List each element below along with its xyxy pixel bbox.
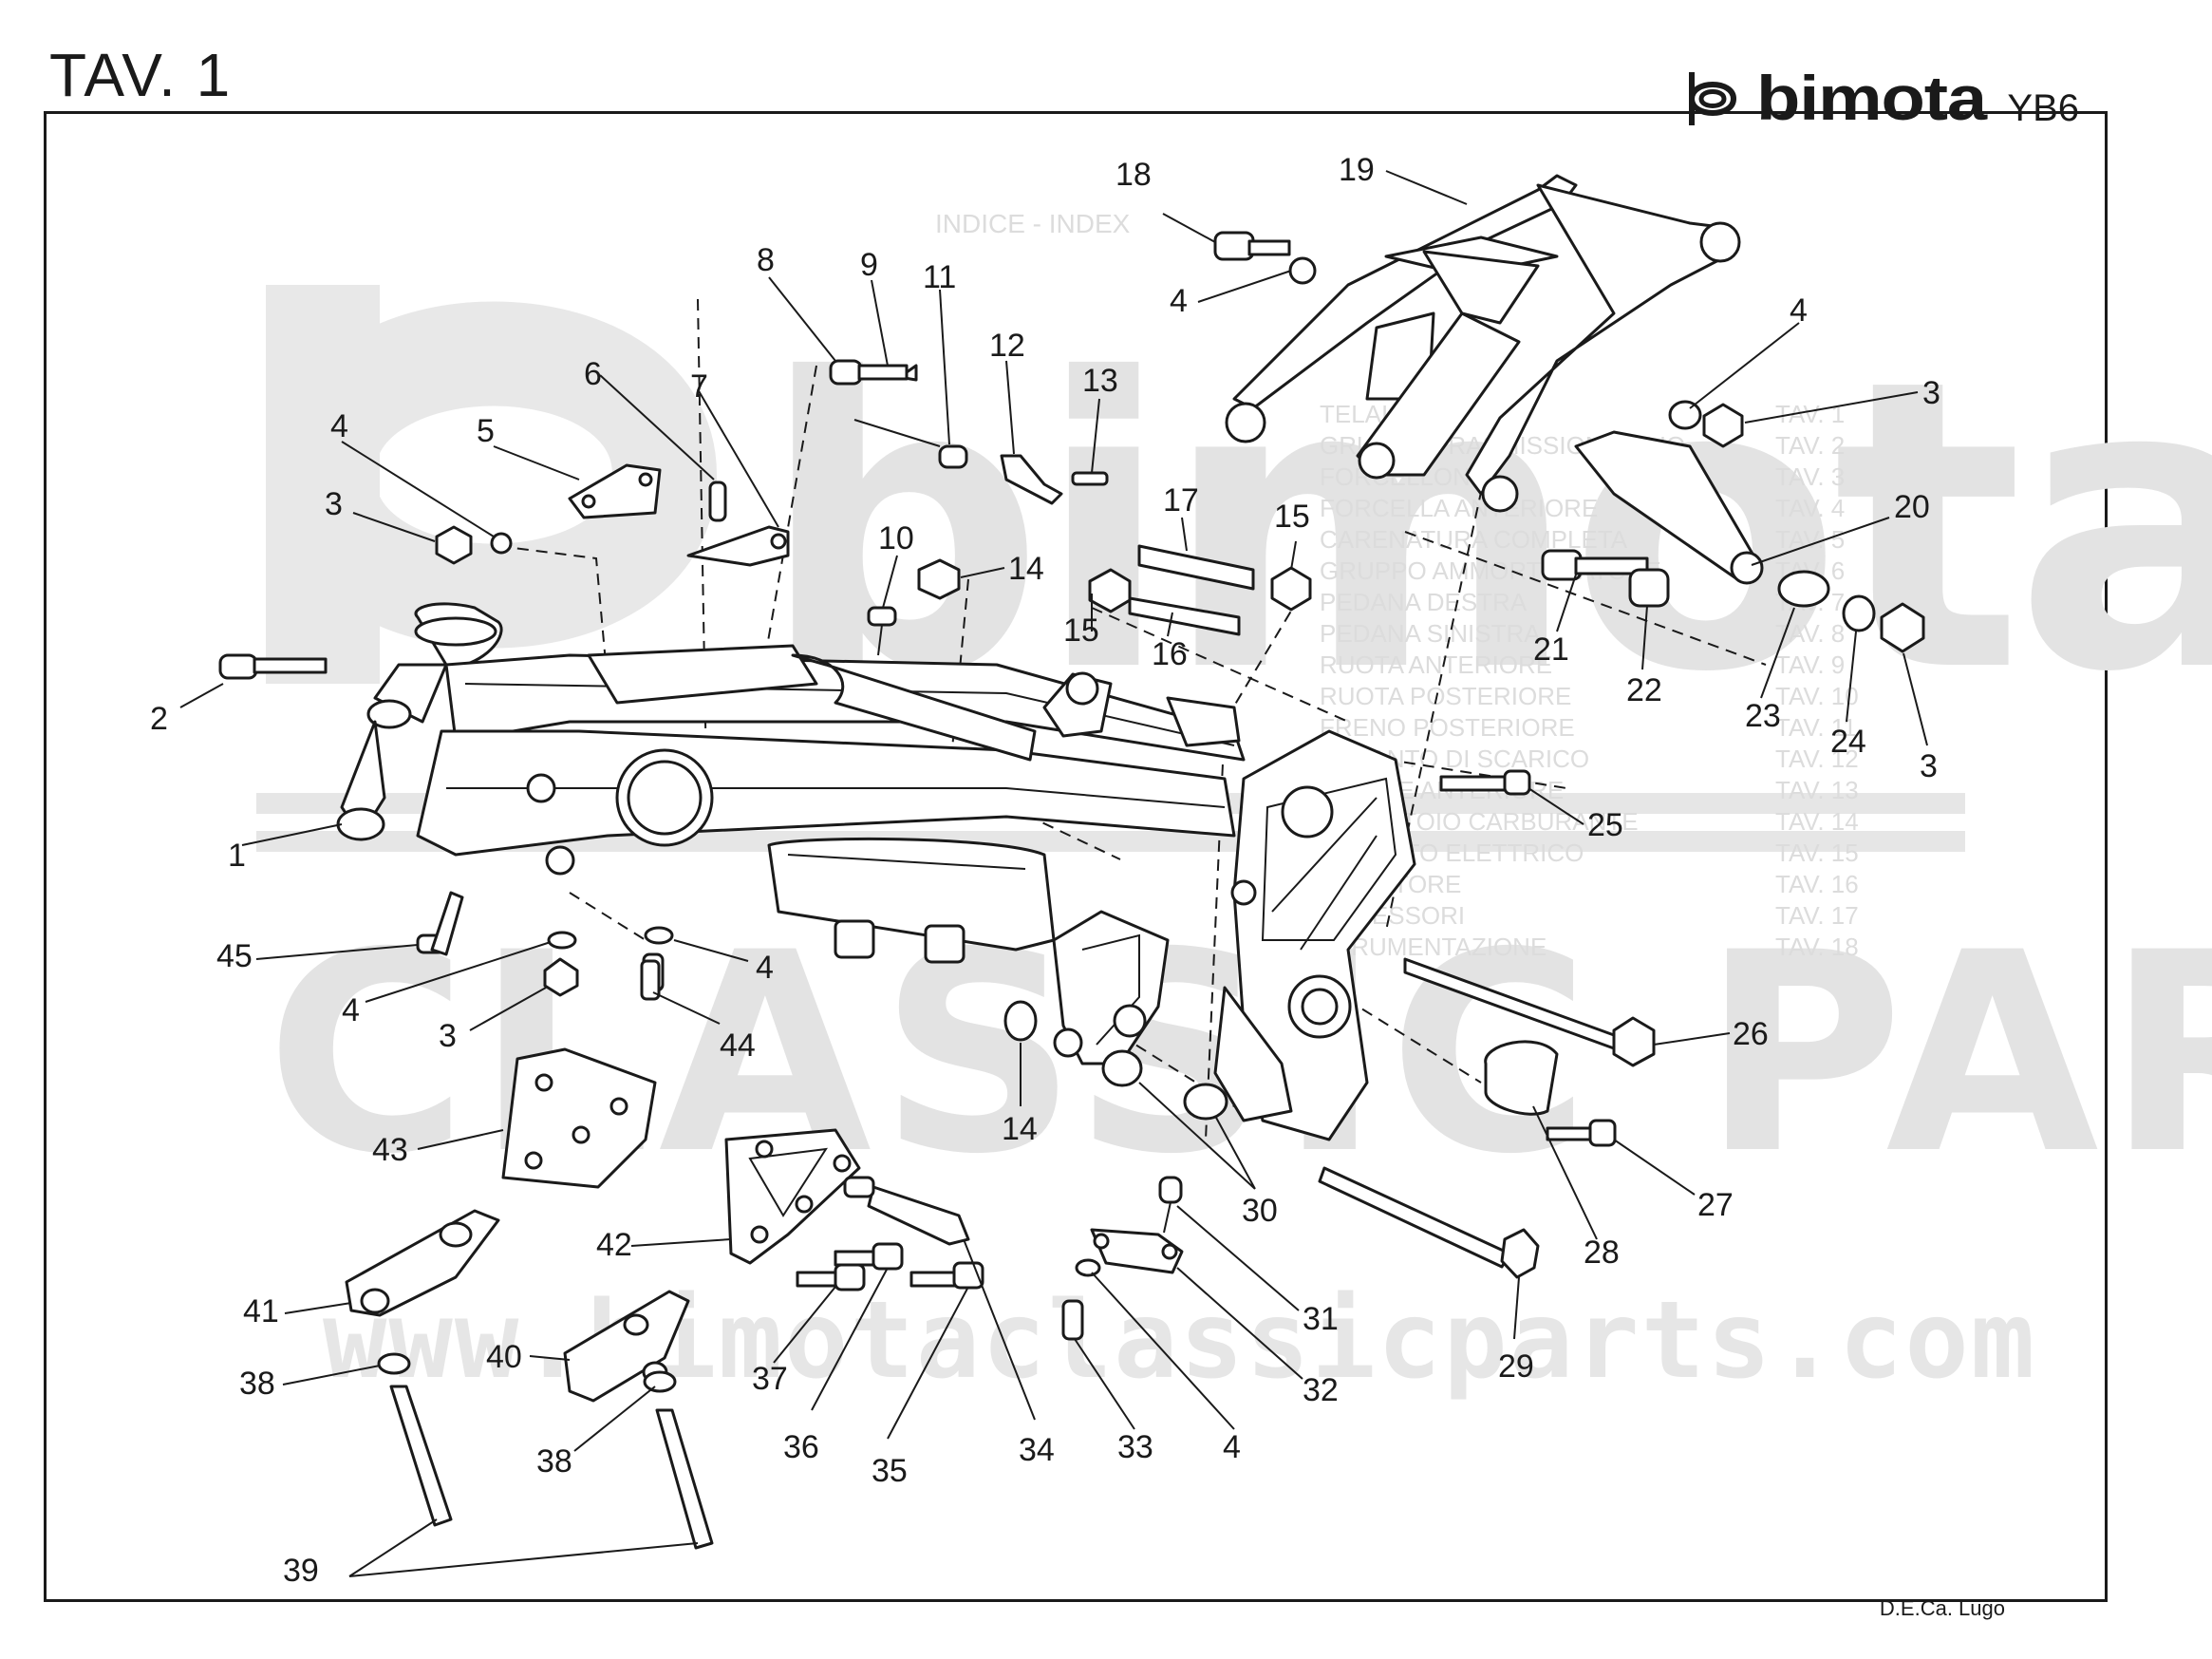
callout-label: 44 <box>720 1027 756 1064</box>
watermark-index-row: TAV. 8 <box>1775 619 1845 648</box>
callout-label: 4 <box>342 992 360 1028</box>
watermark-index-row: TAV. 17 <box>1775 901 1859 930</box>
callout-label: 38 <box>536 1443 572 1480</box>
callout-label: 15 <box>1063 613 1099 649</box>
callout-label: 41 <box>243 1293 279 1329</box>
bimota-logo-icon <box>1689 72 1737 125</box>
callout-label: 1 <box>228 838 246 874</box>
watermark-index-row: TAV. 18 <box>1775 933 1859 961</box>
watermark-index-item: PEDANA SINISTRA <box>1320 619 1541 648</box>
callout-label: 7 <box>690 368 708 405</box>
watermark-index-row: TAV. 1 <box>1775 400 1845 428</box>
callout-label: 31 <box>1303 1301 1339 1337</box>
diagram-border <box>44 111 2108 1602</box>
callout-label: 45 <box>216 938 253 974</box>
leader-lines <box>179 170 1928 1577</box>
callout-label: 6 <box>584 356 602 392</box>
callout-label: 37 <box>752 1361 788 1397</box>
watermark-index-item: RUOTA ANTERIORE <box>1320 650 1552 679</box>
callout-label: 9 <box>860 247 878 283</box>
callout-label: 16 <box>1152 636 1188 672</box>
callout-label: 4 <box>1790 292 1808 329</box>
callout-labels: 1 2 3 4 5 6 7 8 9 10 11 12 13 14 15 16 1… <box>150 152 1940 1589</box>
upper-parts <box>435 174 1925 656</box>
callout-label: 3 <box>1922 375 1940 411</box>
callout-label: 19 <box>1339 152 1375 188</box>
callout-label: 35 <box>872 1453 908 1489</box>
callout-label: 29 <box>1498 1348 1534 1385</box>
watermark-index-row: TAV. 13 <box>1775 776 1859 804</box>
watermark-logo-icon <box>266 285 718 684</box>
brand-model: YB6 <box>2007 87 2079 129</box>
callout-label: 3 <box>439 1018 457 1054</box>
page-title: TAV. 1 <box>49 41 233 109</box>
callout-label: 40 <box>486 1339 522 1375</box>
callout-label: 28 <box>1584 1235 1620 1271</box>
watermark-index-row: TAV. 2 <box>1775 431 1845 460</box>
callout-label: 23 <box>1745 698 1781 734</box>
callout-label: 39 <box>283 1553 319 1589</box>
watermark-index-row: TAV. 16 <box>1775 870 1859 898</box>
watermark-index-row: TAV. 15 <box>1775 839 1859 867</box>
callout-label: 26 <box>1733 1016 1769 1052</box>
credit-text: D.E.Ca. Lugo <box>1879 1596 2005 1620</box>
watermark-index-row: TAV. 14 <box>1775 807 1859 836</box>
callout-label: 4 <box>330 408 348 444</box>
watermark-index-row: TAV. 10 <box>1775 682 1859 710</box>
callout-label: 14 <box>1008 551 1044 587</box>
callout-label: 18 <box>1115 157 1152 193</box>
callout-label: 2 <box>150 701 168 737</box>
watermark-index-row: TAV. 12 <box>1775 745 1859 773</box>
callout-label: 4 <box>1223 1429 1241 1465</box>
watermark-index-row: TAV. 9 <box>1775 650 1845 679</box>
callout-label: 17 <box>1163 482 1199 518</box>
watermark-index-row: TAV. 5 <box>1775 525 1845 554</box>
callout-label: 15 <box>1274 499 1310 535</box>
callout-label: 43 <box>372 1132 408 1168</box>
lower-left-parts <box>218 653 984 1550</box>
callout-label: 38 <box>239 1366 275 1402</box>
callout-label: 4 <box>756 950 774 986</box>
brand-header: bimota YB6 <box>1682 63 2079 129</box>
callout-label: 20 <box>1894 489 1930 525</box>
callout-label: 27 <box>1697 1187 1734 1223</box>
lower-right-parts <box>1003 769 1656 1341</box>
callout-label: 3 <box>325 486 343 522</box>
main-frame <box>336 602 1416 1141</box>
watermark-index-title: INDICE - INDEX <box>935 209 1131 238</box>
watermark-index-row: TAV. 4 <box>1775 494 1845 522</box>
callout-label: 12 <box>989 328 1025 364</box>
callout-label: 8 <box>757 242 775 278</box>
callout-label: 11 <box>923 259 956 295</box>
callout-label: 5 <box>477 413 495 449</box>
callout-label: 22 <box>1626 672 1662 708</box>
callout-label: 24 <box>1830 724 1866 760</box>
watermark-index-item: FORCELLA ANTERIORE <box>1320 494 1598 522</box>
callout-label: 36 <box>783 1429 819 1465</box>
callout-label: 34 <box>1019 1432 1055 1468</box>
callout-label: 33 <box>1117 1429 1153 1465</box>
callout-label: 3 <box>1920 748 1938 784</box>
brand-name: bimota <box>1756 63 1987 133</box>
callout-label: 25 <box>1587 807 1623 843</box>
watermark-index-item: RUOTA POSTERIORE <box>1320 682 1571 710</box>
callout-label: 13 <box>1082 363 1118 399</box>
callout-label: 30 <box>1242 1193 1278 1229</box>
callout-label: 14 <box>1002 1111 1038 1147</box>
callout-label: 10 <box>878 520 914 556</box>
watermark-index-row: TAV. 3 <box>1775 462 1845 491</box>
watermark-index-item: PEDANA DESTRA <box>1320 588 1528 616</box>
watermark-index-item: FRENO POSTERIORE <box>1320 713 1575 742</box>
callout-label: 21 <box>1533 632 1569 668</box>
callout-label: 32 <box>1303 1372 1339 1408</box>
callout-label: 4 <box>1170 283 1188 319</box>
watermark-index-row: TAV. 11 <box>1775 713 1857 742</box>
callout-label: 42 <box>596 1227 632 1263</box>
